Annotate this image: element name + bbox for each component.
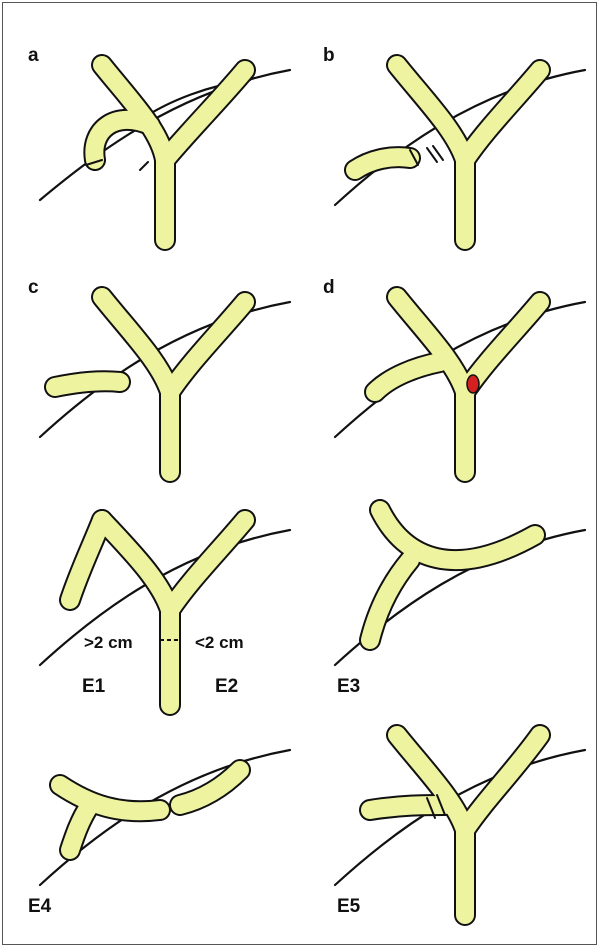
panel-b: b	[315, 30, 601, 260]
panel-d-diagram	[315, 262, 601, 492]
panel-e1-e2: >2 cm <2 cm E1 E2	[20, 490, 310, 720]
panel-c-diagram	[20, 262, 310, 492]
panel-e5-label: E5	[337, 897, 360, 916]
panel-e5: E5	[315, 710, 601, 940]
panel-e4-diagram	[20, 710, 310, 940]
measure-left: >2 cm	[84, 634, 133, 651]
panel-c: c	[20, 262, 310, 492]
panel-a: a	[20, 30, 310, 260]
measure-right: <2 cm	[195, 634, 244, 651]
panel-e4: E4	[20, 710, 310, 940]
panel-e4-label: E4	[28, 897, 51, 916]
panel-a-diagram	[20, 30, 310, 260]
panel-e3-label: E3	[337, 677, 360, 696]
injury-mark	[467, 375, 479, 393]
panel-e2-label: E2	[215, 677, 238, 696]
panel-b-diagram	[315, 30, 601, 260]
panel-e3: E3	[315, 490, 601, 720]
panel-d: d	[315, 262, 601, 492]
panel-e1-label: E1	[82, 677, 105, 696]
panel-e1-e2-diagram	[20, 490, 310, 720]
